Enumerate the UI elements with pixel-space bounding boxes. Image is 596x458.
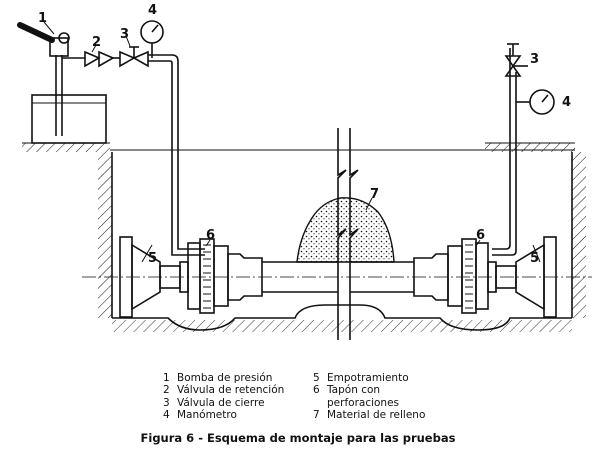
shutoff-valve — [119, 46, 149, 68]
callout-5-anchor-right: 5 — [530, 251, 539, 266]
legend-item: 5 Empotramiento — [313, 372, 425, 384]
pump-tank — [31, 94, 107, 144]
legend-item: 4 Manómetro — [163, 409, 284, 421]
legend-item: 6 Tapón con perforaciones — [313, 384, 425, 409]
legend-text: Bomba de presión — [177, 372, 273, 384]
check-valve — [84, 50, 120, 68]
break-line — [337, 128, 359, 340]
trench — [98, 152, 586, 332]
legend-number: 3 — [163, 396, 170, 409]
legend-text: Material de relleno — [327, 408, 426, 421]
pressure-gauge-left — [140, 20, 164, 58]
callout-4-gauge-right: 4 — [562, 95, 571, 110]
legend-number: 7 — [313, 408, 320, 421]
plug-right — [447, 238, 497, 314]
legend-text: Tapón con perforaciones — [327, 384, 400, 409]
callout-4-gauge: 4 — [148, 3, 157, 18]
callout-6-plug-left: 6 — [206, 228, 215, 243]
legend-item: 1 Bomba de presión — [163, 372, 284, 384]
legend-number: 6 — [313, 384, 320, 397]
callout-7-backfill: 7 — [370, 187, 379, 202]
anchor-right — [495, 236, 557, 318]
pressure-gauge-right — [516, 89, 555, 115]
pressure-pump — [17, 22, 85, 136]
legend-item: 2 Válvula de retención — [163, 384, 284, 396]
callout-3-shutoff-valve: 3 — [120, 27, 129, 42]
ground-surface — [22, 142, 575, 152]
legend-item: 3 Válvula de cierre — [163, 397, 284, 409]
callout-5-anchor-left: 5 — [148, 251, 157, 266]
legend-number: 4 — [163, 408, 170, 421]
legend-text: Válvula de cierre — [177, 396, 265, 409]
callout-2-check-valve: 2 — [92, 35, 101, 50]
shutoff-valve-right — [504, 43, 528, 77]
leader-lines — [43, 21, 541, 263]
supply-pipe-left — [148, 54, 205, 256]
callout-6-plug-right: 6 — [476, 228, 485, 243]
legend-item: 7 Material de relleno — [313, 409, 425, 421]
legend-text: Empotramiento — [327, 372, 409, 384]
anchor-left — [119, 236, 181, 318]
figure-caption: Figura 6 - Esquema de montaje para las p… — [140, 431, 456, 445]
legend-text: Válvula de retención — [177, 384, 285, 397]
legend-number: 5 — [313, 372, 320, 384]
callout-3-shutoff-valve-right: 3 — [530, 52, 539, 67]
callout-1-pump: 1 — [38, 11, 47, 26]
plug-left — [179, 238, 229, 314]
legend-number: 1 — [163, 372, 170, 384]
legend-number: 2 — [163, 384, 170, 397]
legend-text: Manómetro — [177, 408, 237, 421]
